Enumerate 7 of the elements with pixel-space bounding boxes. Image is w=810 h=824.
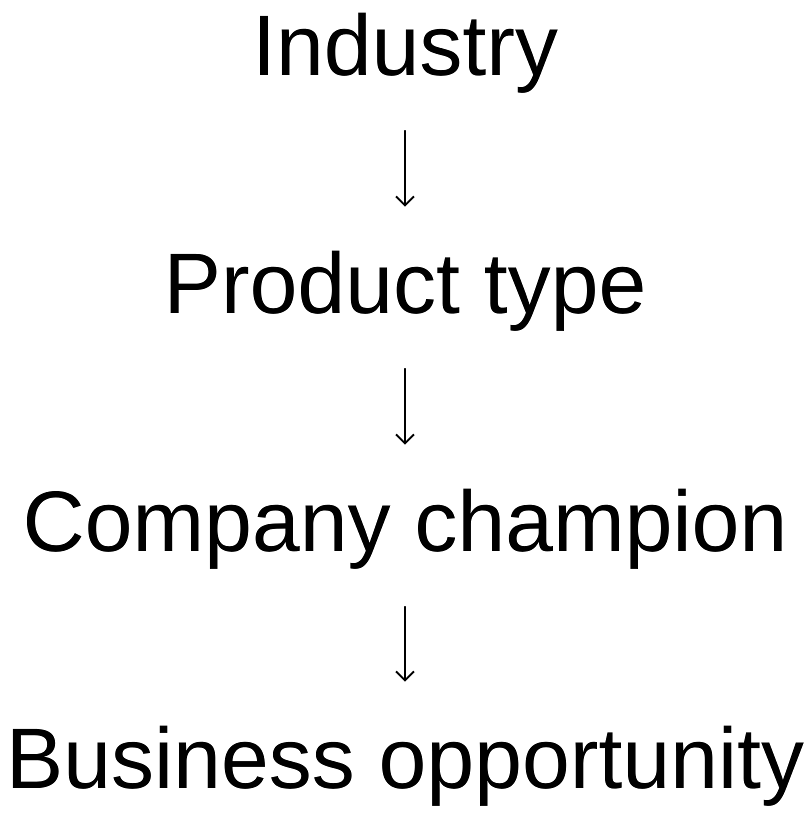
arrow	[395, 130, 415, 207]
text-label: Business opportunity	[12, 726, 804, 806]
arrow	[395, 368, 415, 445]
text-label: Industry	[260, 12, 558, 93]
text-label: Company champion	[26, 488, 782, 569]
arrow	[395, 606, 415, 682]
text-label: Product type	[170, 250, 642, 331]
